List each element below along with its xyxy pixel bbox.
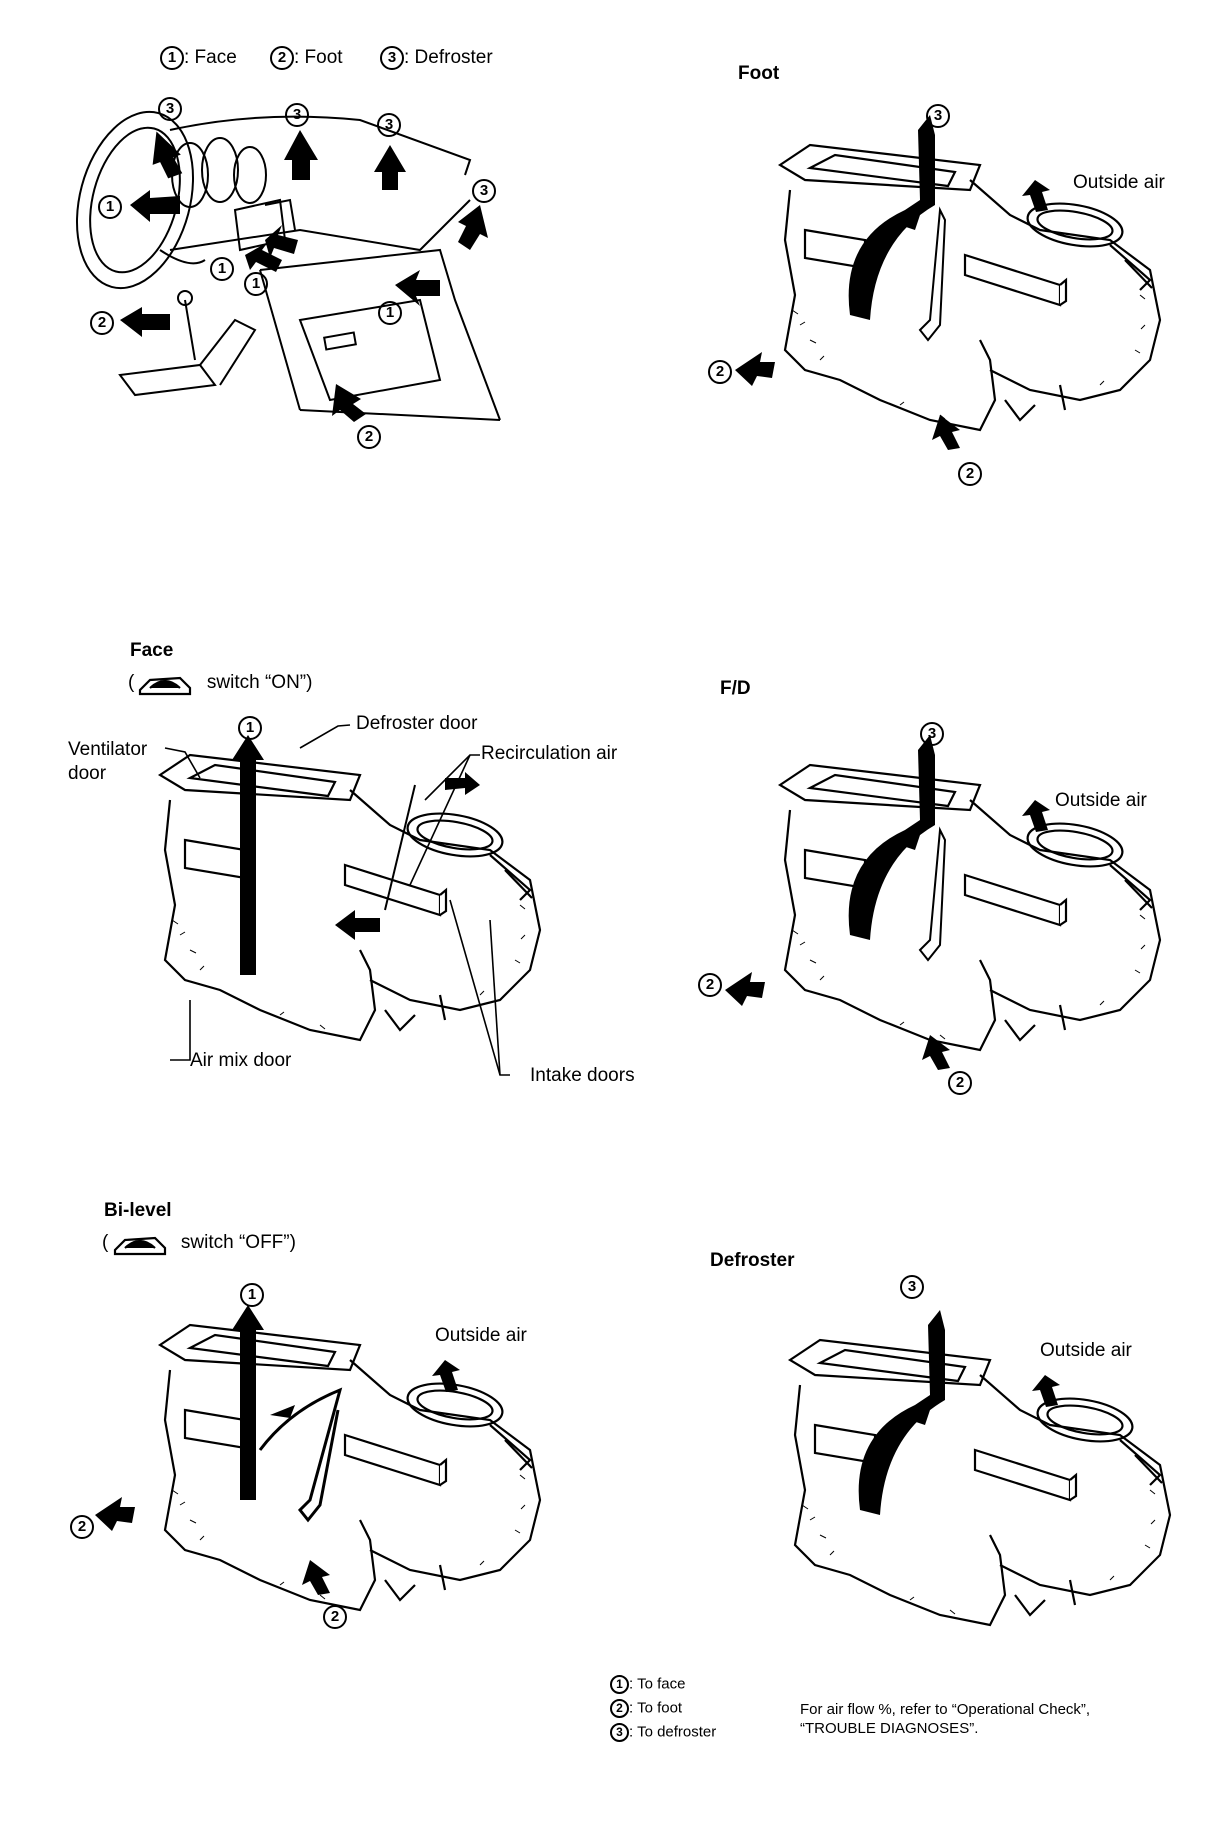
bl-to-defroster: : To defroster <box>629 1723 717 1741</box>
defroster-door-label: Defroster door <box>356 713 478 734</box>
defroster-panel-title: Defroster <box>710 1250 795 1271</box>
intake-doors-label: Intake doors <box>530 1065 635 1086</box>
bilevel-unit-drawing <box>158 1305 542 1612</box>
airflow-note-line1: For air flow %, refer to “Operational Ch… <box>800 1701 1091 1718</box>
legend-defroster-label: : Defroster <box>404 47 493 69</box>
legend-face-label: : Face <box>184 47 237 69</box>
dash-circle-1b: 1 <box>210 257 234 281</box>
fd-circle-2a: 2 <box>698 973 722 997</box>
bilevel-switch-text: ( switch “OFF”) <box>102 1232 296 1254</box>
face-panel-title: Face <box>130 640 174 661</box>
bl-circle-2: 2 <box>610 1699 629 1718</box>
circle-1-icon: 1 <box>160 46 184 70</box>
bl-to-foot: : To foot <box>629 1699 683 1717</box>
defroster-outside-air-label: Outside air <box>1040 1340 1132 1361</box>
fd-panel-title: F/D <box>720 678 751 699</box>
face-unit-drawing <box>158 735 542 1042</box>
foot-panel-title: Foot <box>738 63 780 84</box>
recirculation-air-label: Recirculation air <box>481 743 618 764</box>
legend-foot-label: : Foot <box>294 47 343 69</box>
fd-outside-air-label: Outside air <box>1055 790 1147 811</box>
foot-outside-air-label: Outside air <box>1073 172 1165 193</box>
bilevel-switch-label: switch “OFF”) <box>180 1232 296 1253</box>
defroster-unit-drawing <box>788 1310 1172 1627</box>
foot-circle-2a: 2 <box>708 360 732 384</box>
bl-circle-1: 1 <box>610 1675 629 1694</box>
bilevel-outside-air-label: Outside air <box>435 1325 527 1346</box>
face-switch-paren: ( <box>128 672 135 693</box>
foot-circle-3: 3 <box>926 104 950 128</box>
bilevel-circle-1: 1 <box>240 1283 264 1307</box>
bl-to-face: : To face <box>629 1675 686 1693</box>
ventilator-door-line1: Ventilator <box>68 739 148 760</box>
dash-circle-1d: 1 <box>378 301 402 325</box>
air-mix-door-label: Air mix door <box>190 1050 292 1071</box>
dash-circle-2a: 2 <box>90 311 114 335</box>
airflow-note: For air flow %, refer to “Operational Ch… <box>800 1700 1090 1738</box>
bl-circle-3: 3 <box>610 1723 629 1742</box>
foot-circle-2b: 2 <box>958 462 982 486</box>
fd-circle-3: 3 <box>920 722 944 746</box>
circle-2-icon: 2 <box>270 46 294 70</box>
ventilator-door-line2: door <box>68 763 107 784</box>
legend-face: 1: Face <box>160 46 237 70</box>
defroster-circle-3: 3 <box>900 1275 924 1299</box>
fd-circle-2b: 2 <box>948 1071 972 1095</box>
bilevel-switch-paren: ( <box>102 1232 109 1253</box>
dash-circle-3b: 3 <box>285 103 309 127</box>
switch-icon-face <box>138 676 192 696</box>
circle-3-icon: 3 <box>380 46 404 70</box>
legend-foot: 2: Foot <box>270 46 343 70</box>
bilevel-panel-title: Bi-level <box>104 1200 172 1221</box>
dash-circle-2b: 2 <box>357 425 381 449</box>
bilevel-circle-2b: 2 <box>323 1605 347 1629</box>
bottom-legend-face: 1: To face <box>610 1675 685 1694</box>
airflow-note-line2: “TROUBLE DIAGNOSES”. <box>800 1720 979 1737</box>
switch-icon-bilevel <box>113 1236 167 1256</box>
dash-circle-1c: 1 <box>244 272 268 296</box>
bottom-legend-foot: 2: To foot <box>610 1699 682 1718</box>
legend-defroster: 3: Defroster <box>380 46 493 70</box>
dash-circle-3a: 3 <box>158 97 182 121</box>
face-switch-text: ( switch “ON”) <box>128 672 312 694</box>
ventilator-door-label: Ventilator door <box>68 738 147 786</box>
fd-unit-drawing <box>778 735 1162 1052</box>
bilevel-circle-2a: 2 <box>70 1515 94 1539</box>
face-circle-1: 1 <box>238 716 262 740</box>
bottom-legend-defroster: 3: To defroster <box>610 1723 716 1742</box>
foot-unit-drawing <box>778 115 1162 432</box>
dash-circle-1a: 1 <box>98 195 122 219</box>
face-switch-label: switch “ON”) <box>206 672 313 693</box>
dash-circle-3c: 3 <box>377 113 401 137</box>
dash-circle-3d: 3 <box>472 179 496 203</box>
